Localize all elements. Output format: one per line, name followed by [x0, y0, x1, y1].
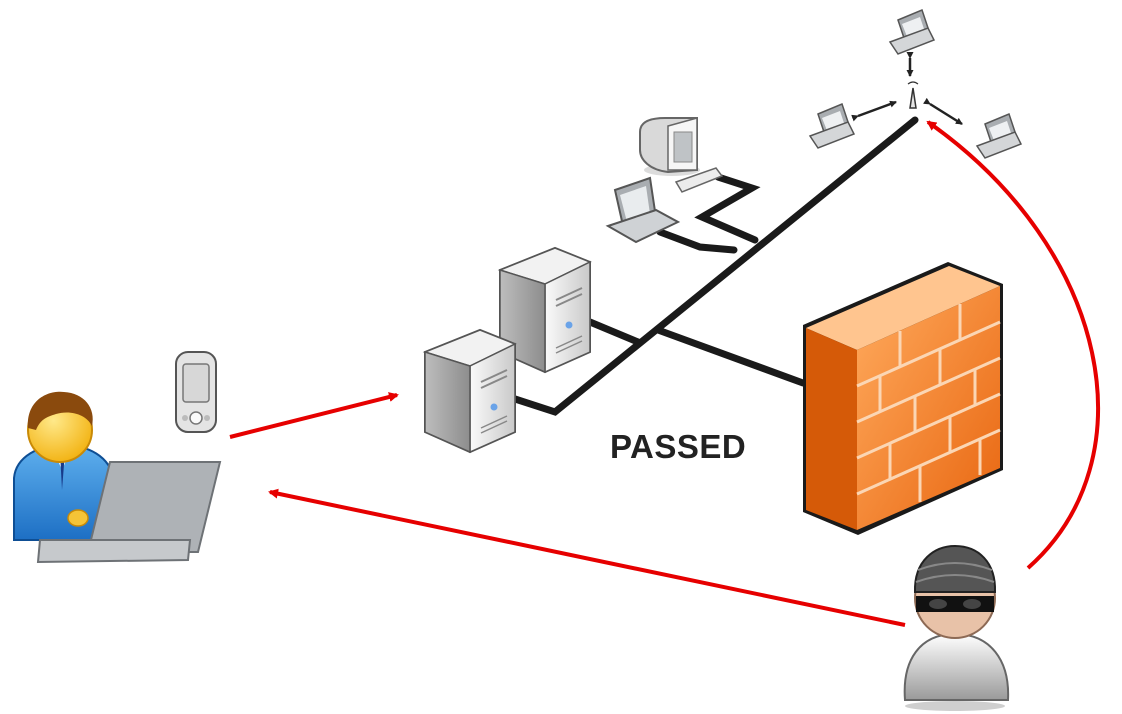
- passed-label: PASSED: [610, 428, 747, 465]
- user-laptop-icon: [13, 391, 222, 564]
- antenna-icon: [907, 81, 919, 109]
- wireless-links: [851, 52, 963, 126]
- laptop-icon: [888, 8, 936, 55]
- pda-icon: [175, 351, 217, 433]
- hacker-icon: [903, 544, 1010, 711]
- attack-arrows: [229, 120, 1100, 627]
- brick-firewall-icon: [803, 262, 1003, 535]
- server-back-cable: [586, 318, 642, 346]
- arrow-attacker-to-user: [268, 488, 906, 627]
- network-cables: [508, 116, 919, 416]
- laptop-icon: [605, 176, 681, 244]
- laptop-icon: [808, 102, 856, 149]
- laptop-cable: [656, 228, 738, 254]
- laptop-icon: [975, 112, 1023, 159]
- workstation-cable: [694, 173, 761, 244]
- desktop-computer-icon: [639, 117, 724, 193]
- arrow-user-to-server: [229, 392, 399, 439]
- firewall-cable: [654, 326, 807, 387]
- backbone-cable: [508, 116, 919, 416]
- server-icon: [422, 328, 517, 454]
- arrow-attacker-to-access-point: [926, 120, 1100, 570]
